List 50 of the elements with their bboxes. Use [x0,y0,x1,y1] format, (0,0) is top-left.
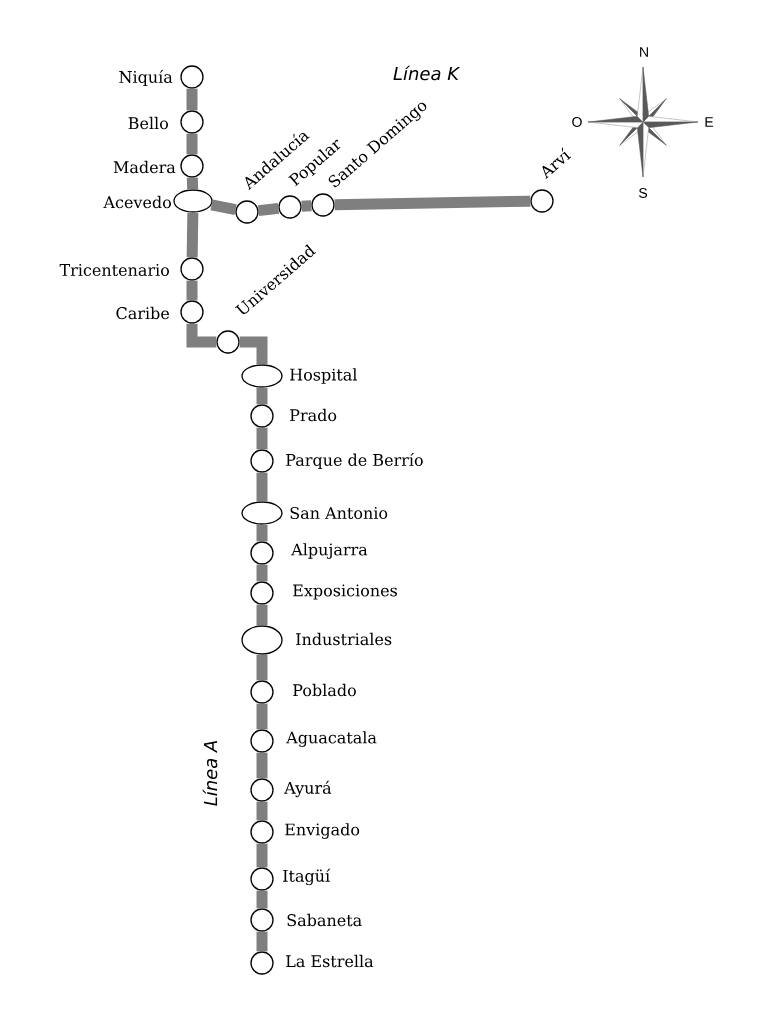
station-name: Hospital [290,368,357,384]
compass-letter: S [639,188,648,198]
station-name: Prado [290,408,337,422]
metro-line [210,199,237,216]
station-name: Ayurá [284,780,332,798]
metro-line [301,200,312,212]
station-name: Bello [128,116,168,130]
station-name: Tricentenario [59,264,169,276]
metro-line [257,202,280,217]
metro-line [256,931,268,952]
metro-line [239,336,268,365]
station-name: Sabaneta [287,913,362,927]
metro-line [256,427,268,450]
compass-letter: E [705,117,714,127]
metro-line [256,654,268,681]
station-name: Acevedo [103,195,171,209]
station-name: La Estrella [286,954,374,968]
compass-letter: N [640,47,648,57]
metro-line [186,177,199,190]
station-name: Envigado [285,823,360,839]
metro-line [256,890,268,909]
metro-line [256,387,268,405]
metro-line [334,195,531,211]
station-name: Exposiciones [293,584,397,600]
metro-line [256,843,268,868]
station-name: Madera [113,160,176,174]
station-name: Parque de Berrío [286,452,423,470]
metro-line [256,564,268,582]
metro-line [186,280,198,301]
station-name: Niquía [119,69,173,87]
station-name: Industriales [296,632,392,646]
metro-line [186,212,199,258]
metro-line [186,323,217,348]
line-label: Línea K [393,65,461,81]
station-name: Alpujarra [291,543,368,559]
metro-line [186,133,198,155]
station-name: Aguacatala [286,731,377,747]
metro-line [256,752,268,779]
station-name: Caribe [116,306,169,320]
station-name: San Antonio [290,506,388,520]
metro-line [256,801,268,821]
station-name: Poblado [293,683,356,697]
metro-line [256,604,268,626]
station-name: Itagüí [283,868,331,886]
metro-line [186,88,198,111]
metro-line [256,524,268,542]
metro-line [256,703,268,730]
line-label: Línea A [202,740,218,806]
metro-line [256,472,268,502]
compass-letter: O [572,117,582,127]
